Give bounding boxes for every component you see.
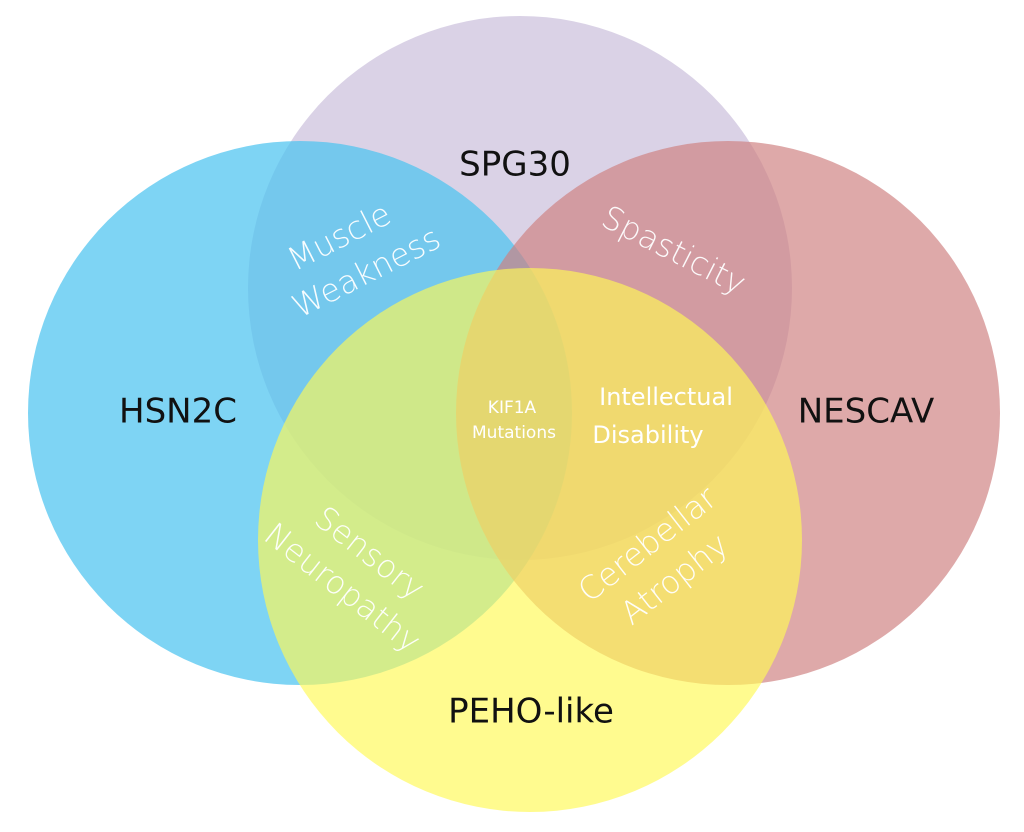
label-spg30: SPG30 xyxy=(459,145,571,185)
label-hsn2c: HSN2C xyxy=(119,392,237,432)
svg-text:Disability: Disability xyxy=(592,421,703,449)
label-intellectual-disability: Intellectual Disability xyxy=(592,383,732,449)
circle-peho-like xyxy=(258,268,802,812)
svg-text:Mutations: Mutations xyxy=(472,423,556,443)
svg-text:Intellectual: Intellectual xyxy=(599,383,733,411)
label-kif1a-mutations: KIF1A Mutations xyxy=(472,398,556,443)
svg-text:KIF1A: KIF1A xyxy=(488,398,537,418)
label-peho-like: PEHO-like xyxy=(448,692,614,732)
label-nescav: NESCAV xyxy=(798,392,935,432)
